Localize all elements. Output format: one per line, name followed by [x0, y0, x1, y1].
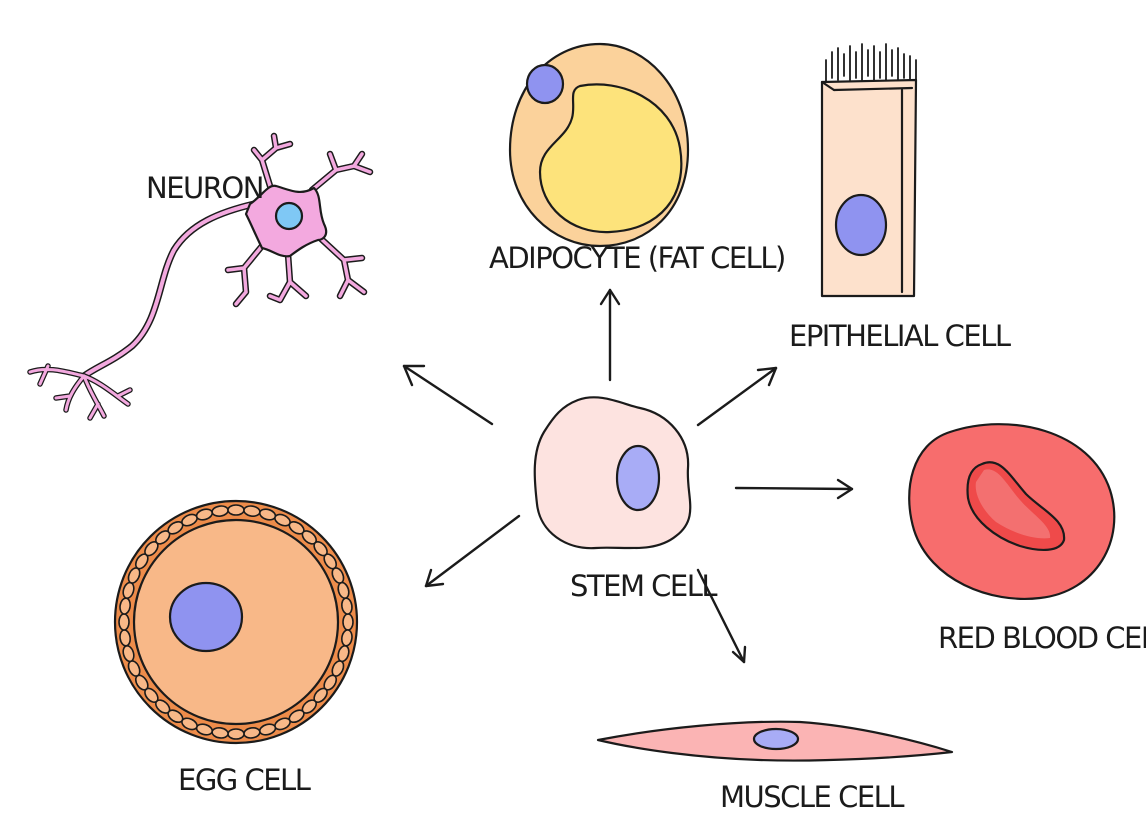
muscle-cell-nucleus — [752, 727, 800, 751]
egg-follicle-cell — [227, 504, 245, 516]
stem-cell-label: STEM CELL — [570, 569, 717, 603]
red-blood-cell — [908, 423, 1116, 600]
arrow-to-muscle — [696, 568, 747, 664]
neuron-axon — [80, 200, 258, 380]
adipocyte-cell — [508, 42, 690, 248]
adipocyte-label: ADIPOCYTE (FAT CELL) — [489, 241, 785, 275]
stem-cell-nucleus — [615, 444, 661, 512]
egg-cell — [113, 499, 359, 745]
arrow-to-egg — [424, 514, 521, 588]
egg-follicle-cell — [118, 613, 130, 631]
red-blood-cell-label: RED BLOOD CELL — [938, 621, 1146, 655]
muscle-cell — [596, 720, 954, 762]
arrow-to-neuron — [402, 364, 494, 426]
egg-follicle-cell — [342, 613, 354, 631]
muscle-cell-label: MUSCLE CELL — [720, 780, 904, 814]
adipocyte-nucleus — [525, 63, 565, 105]
egg-cell-label: EGG CELL — [178, 763, 311, 797]
egg-cell-nucleus — [168, 581, 244, 653]
egg-follicle-ring — [118, 504, 354, 740]
epithelial-microvilli — [825, 43, 917, 83]
stem-cell-body — [533, 396, 692, 550]
epithelial-nucleus — [834, 193, 888, 257]
egg-follicle-cell — [341, 597, 353, 615]
neuron-nucleus — [274, 201, 304, 231]
epithelial-cell — [820, 43, 918, 298]
epithelial-label: EPITHELIAL CELL — [789, 319, 1011, 353]
arrow-to-adipocyte — [599, 288, 621, 382]
neuron-cell — [27, 132, 374, 421]
egg-follicle-cell — [227, 728, 245, 740]
neuron-label: NEURON — [146, 171, 263, 205]
adipocyte-vacuole — [538, 83, 683, 234]
stem-cell — [533, 396, 692, 550]
arrow-to-epithelial — [696, 366, 778, 427]
arrows — [402, 288, 854, 664]
arrow-to-red-blood-cell — [734, 478, 854, 500]
